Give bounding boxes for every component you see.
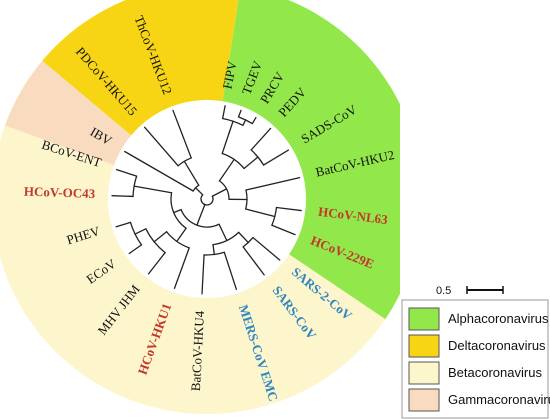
tree-branch (144, 126, 179, 167)
tree-branch (242, 246, 265, 276)
tree-branches (111, 105, 302, 295)
tree-branch (243, 156, 259, 170)
tree-branch (134, 228, 147, 235)
tree-branch (252, 236, 281, 261)
tree-branch (194, 187, 204, 196)
tree-branch (147, 251, 166, 275)
legend-swatch (408, 361, 440, 385)
clade-sectors (0, 0, 400, 414)
tree-branch (275, 206, 302, 212)
legend-label: Gammacoronavirus (448, 392, 550, 407)
tree-branch (115, 168, 138, 177)
tree-branch (218, 158, 235, 182)
tree-branch (124, 150, 194, 192)
tree-branch (176, 227, 187, 242)
scale-bar-label: 0.5 (436, 285, 451, 297)
legend: AlphacoronavirusDeltacoronavirusBetacoro… (401, 299, 550, 419)
tree-branch (115, 221, 132, 228)
tree-branch (245, 208, 276, 218)
tree-branch (201, 254, 205, 295)
tree-branch (245, 176, 301, 191)
tree-branch (211, 188, 228, 197)
tree-branch (228, 120, 234, 134)
tree-branch (173, 208, 182, 214)
tree-branch (242, 119, 247, 126)
legend-swatch (408, 334, 440, 358)
tree-branch (172, 109, 192, 159)
tree-branch (237, 109, 242, 118)
tree-branch (221, 131, 230, 155)
tree-branch (212, 243, 215, 256)
tree-branch (133, 185, 173, 194)
tree-arc (200, 194, 214, 206)
tip-label: HCoV-OC43 (24, 184, 96, 201)
legend-swatch (408, 307, 440, 331)
legend-items: AlphacoronavirusDeltacoronavirusBetacoro… (408, 307, 550, 412)
tree-branch (111, 195, 134, 198)
legend-swatch (408, 388, 440, 412)
tree-branch (173, 247, 190, 289)
tree-branch (262, 149, 290, 166)
tip-label: BatCoV-HKU4 (188, 310, 207, 392)
tree-branch (250, 127, 272, 151)
tree-branch (196, 203, 206, 226)
legend-label: Deltacoronavirus (448, 338, 546, 353)
tree-inner-disc (108, 100, 306, 298)
tree-branch (251, 116, 257, 125)
tree-branch (128, 244, 143, 255)
scale-bar: 0.5 (436, 285, 504, 297)
tree-branch (223, 251, 238, 291)
legend-label: Alphacoronavirus (448, 311, 549, 326)
tree-branch (218, 223, 228, 242)
tree-branch (153, 231, 168, 243)
tip-label: FIPV (220, 59, 240, 90)
tree-branch (238, 231, 249, 244)
tree-branch (183, 160, 200, 186)
sector-alphacoronavirus (207, 0, 400, 320)
legend-label: Betacoronavirus (448, 365, 542, 380)
tree-branch (221, 105, 226, 120)
tree-branch (271, 224, 296, 236)
